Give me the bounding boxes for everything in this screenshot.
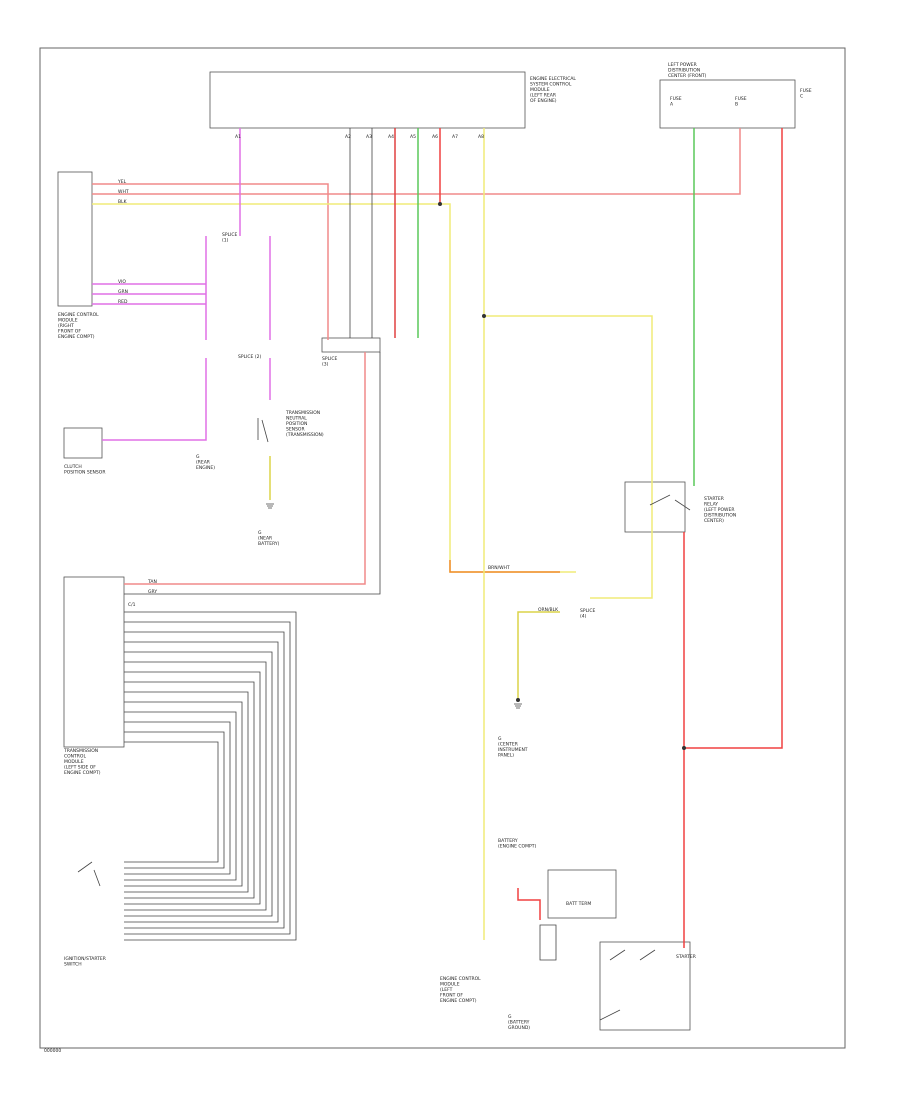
wire-tag: RED	[118, 299, 128, 305]
splice-dot-1	[482, 314, 486, 318]
splice-dots	[438, 202, 686, 750]
label-battery-top: BATTERY(ENGINE COMPT)	[498, 838, 536, 850]
tcm-wire-bundle	[124, 611, 297, 941]
symbols	[77, 418, 691, 1021]
ground-icon-2	[514, 703, 522, 709]
wire-tag: TAN	[147, 579, 157, 585]
pin-label: A7	[452, 134, 458, 140]
wire-violet-2	[92, 283, 206, 305]
label-splice4: SPLICE(4)	[580, 608, 596, 620]
pin-label: A4	[388, 134, 394, 140]
wire-red-3	[124, 352, 366, 585]
relay-box	[624, 481, 686, 533]
wires	[92, 128, 783, 948]
wire-tag: YEL	[117, 179, 127, 185]
label-splice1: SPLICE(1)	[222, 232, 238, 244]
diagram-code: 000000	[44, 1048, 61, 1054]
wire-yellow-1	[92, 203, 576, 573]
pin-label: A3	[366, 134, 372, 140]
label-splice2: SPLICE (2)	[238, 354, 261, 360]
fuse-box-top	[659, 79, 796, 129]
wire-red-6	[517, 888, 541, 920]
wire-orange-1	[449, 560, 560, 573]
wire-pink-2	[92, 128, 741, 195]
ecm-left-box	[57, 171, 93, 307]
wire-tag: VIO	[118, 279, 126, 285]
wire-tag: WHT	[118, 189, 129, 195]
splice-dot-2	[438, 202, 442, 206]
ecm-top-box	[209, 71, 526, 129]
pin-label: A2	[345, 134, 351, 140]
label-batt-post: BATT TERM	[566, 901, 591, 907]
pin-label: A8	[478, 134, 484, 140]
pin-label: A6	[432, 134, 438, 140]
wire-red-4	[684, 128, 783, 749]
pin-label: A1	[235, 134, 241, 140]
clutch-sensor-box	[63, 427, 103, 459]
wire-tag: BLK	[118, 199, 128, 205]
label-splice3: SPLICE(3)	[322, 356, 338, 368]
tcm-box	[63, 576, 125, 748]
ground-icon-1	[266, 503, 274, 509]
splice-2-box	[321, 337, 381, 353]
diagram-frame	[39, 47, 846, 1049]
tcm-switch-icon	[77, 861, 101, 887]
ignition-switch-icon	[599, 949, 656, 1021]
sensor-switch-icon	[257, 418, 269, 443]
wire-yellow-4	[517, 611, 560, 700]
wire-tag: GRY	[148, 589, 157, 595]
wire-violet-3	[205, 236, 271, 340]
wire-yellow-3	[484, 315, 653, 599]
battery-icon	[539, 924, 557, 961]
pin-label: A5	[410, 134, 416, 140]
wire-gray-3	[124, 352, 381, 595]
relay-switch-icon	[649, 494, 691, 511]
wire-violet-4	[102, 358, 207, 441]
splice-dot-4	[682, 746, 686, 750]
label-starter: STARTER	[676, 954, 696, 960]
wire-pink-1	[92, 183, 329, 340]
wire-tag: BRN/WHT	[488, 565, 510, 571]
connector-label: C/1	[128, 602, 136, 608]
wire-tag: ORN/BLK	[538, 607, 559, 613]
components	[57, 71, 796, 1031]
splice-dot-3	[516, 698, 520, 702]
battery-box	[547, 869, 617, 919]
wire-tag: GRN	[118, 289, 128, 295]
